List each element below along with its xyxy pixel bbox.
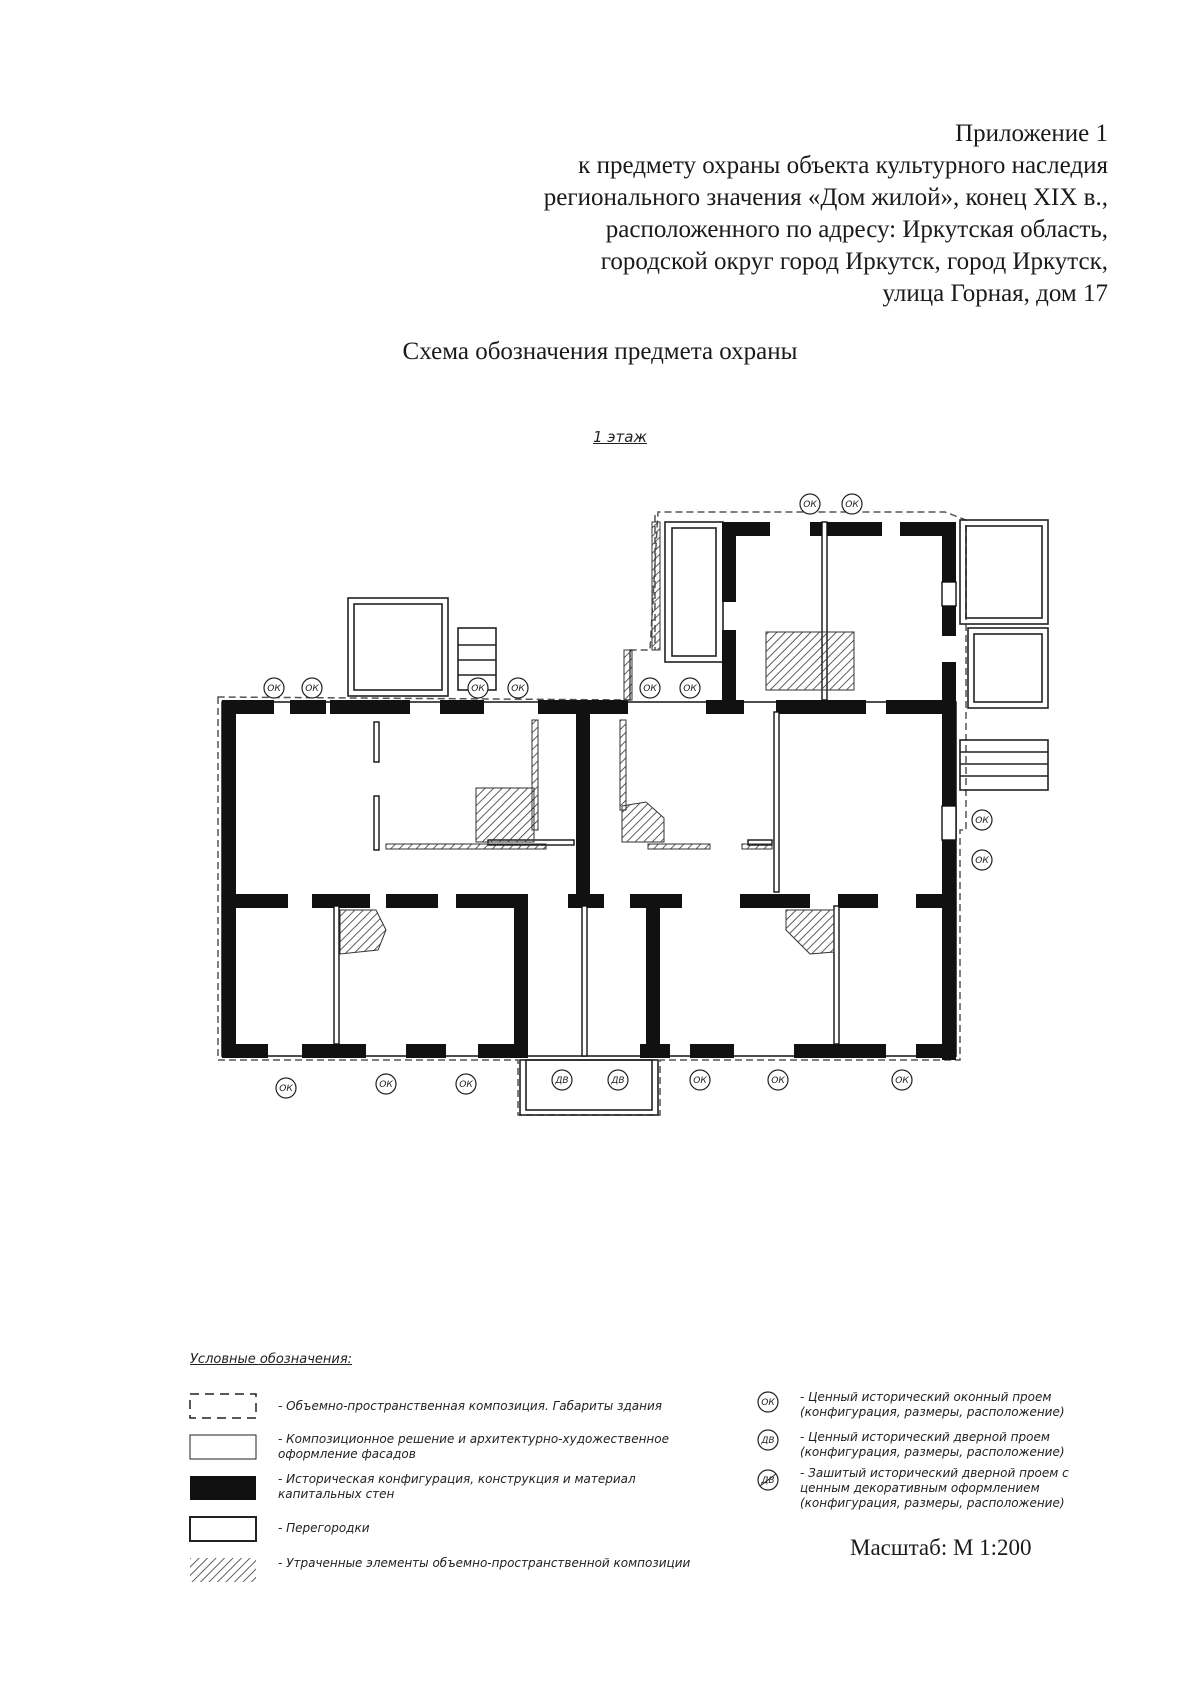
window-marker: ОК (455, 1073, 477, 1095)
door-marker-label: ДВ (610, 1076, 624, 1086)
window-marker: ОК (891, 1069, 913, 1091)
window-marker-label: ОК (267, 684, 281, 694)
window-marker-label: ОК (803, 500, 817, 510)
partitions (333, 521, 957, 1057)
appendix-header: Приложение 1 к предмету охраны объекта к… (408, 118, 1108, 310)
scale-label: Масштаб: М 1:200 (850, 1535, 1032, 1560)
legend-item-text: - Ценный исторический оконный проем (кон… (800, 1390, 1065, 1419)
legend-hatch-symbol (190, 1558, 256, 1582)
window-marker-label: ОК (845, 500, 859, 510)
window-marker: ОК (639, 677, 661, 699)
window-marker: ОК (375, 1073, 397, 1095)
window-marker-label: ОК (771, 1076, 785, 1086)
legend-symbols: ОК ДВ ДВ (189, 1391, 779, 1582)
window-marker-label: ОК (279, 1084, 293, 1094)
window-marker-label: ОК (693, 1076, 707, 1086)
door-marker: ДВ (551, 1069, 573, 1091)
window-marker-label: ОК (471, 684, 485, 694)
window-markers: ОК ОК ОК ОК ОК ОК ОК ОК ОК ОК ОК ОК ОК О… (263, 493, 993, 1099)
window-marker: ОК (971, 809, 993, 831)
window-marker-label: ОК (643, 684, 657, 694)
legend-sealed-door-marker: ДВ (757, 1469, 779, 1491)
legend-outline-symbol (189, 1516, 257, 1542)
legend-thin-symbol (189, 1434, 257, 1460)
window-marker-label: ОК (511, 684, 525, 694)
capital-walls (222, 522, 956, 1060)
lost-elements (339, 521, 855, 955)
legend-title: Условные обозначения: (190, 1352, 353, 1367)
window-marker: ОК (799, 493, 821, 515)
building-envelope (217, 511, 967, 1116)
window-marker: ОК (275, 1077, 297, 1099)
legend-door-marker-label: ДВ (760, 1436, 774, 1446)
legend-item-text: - Объемно-пространственная композиция. Г… (278, 1399, 662, 1413)
legend-item-text: - Зашитый исторический дверной проем с ц… (800, 1466, 1069, 1510)
header-line: расположенного по адресу: Иркутская обла… (605, 216, 1108, 243)
legend-dashed-symbol (189, 1393, 257, 1419)
header-line: Приложение 1 (955, 120, 1108, 147)
window-marker: ОК (263, 677, 285, 699)
legend-item-text: - Ценный исторический дверной проем (кон… (800, 1430, 1065, 1459)
door-markers: ДВ ДВ (551, 1069, 629, 1091)
window-marker: ОК (507, 677, 529, 699)
window-marker: ОК (679, 677, 701, 699)
legend-window-marker: ОК (757, 1391, 779, 1413)
legend-item-text: - Композиционное решение и архитектурно-… (278, 1432, 669, 1461)
legend-door-marker: ДВ (757, 1429, 779, 1451)
window-marker: ОК (467, 677, 489, 699)
legend-item-text: - Историческая конфигурация, конструкция… (278, 1472, 636, 1501)
door-marker-label: ДВ (554, 1076, 568, 1086)
header-line: городской округ город Иркутск, город Ирк… (600, 248, 1108, 275)
window-marker-label: ОК (895, 1076, 909, 1086)
window-marker: ОК (689, 1069, 711, 1091)
page-title: Схема обозначения предмета охраны (402, 338, 798, 365)
header-line: к предмету охраны объекта культурного на… (578, 152, 1108, 179)
door-marker: ДВ (607, 1069, 629, 1091)
header-line: улица Горная, дом 17 (882, 280, 1108, 307)
legend-window-marker-label: ОК (761, 1398, 775, 1408)
header-line: регионального значения «Дом жилой», коне… (543, 184, 1108, 211)
legend-black-symbol (190, 1476, 256, 1500)
legend-item-text: - Перегородки (278, 1521, 370, 1535)
window-marker: ОК (301, 677, 323, 699)
window-marker-label: ОК (975, 816, 989, 826)
floor-label: 1 этаж (593, 428, 647, 446)
window-marker: ОК (767, 1069, 789, 1091)
legend-sealed-door-marker-label: ДВ (760, 1476, 774, 1486)
legend-item-text: - Утраченные элементы объемно-пространст… (278, 1556, 691, 1570)
window-marker-label: ОК (305, 684, 319, 694)
window-marker-label: ОК (379, 1080, 393, 1090)
window-marker-label: ОК (459, 1080, 473, 1090)
window-marker: ОК (841, 493, 863, 515)
window-marker-label: ОК (683, 684, 697, 694)
window-marker: ОК (971, 849, 993, 871)
window-marker-label: ОК (975, 856, 989, 866)
